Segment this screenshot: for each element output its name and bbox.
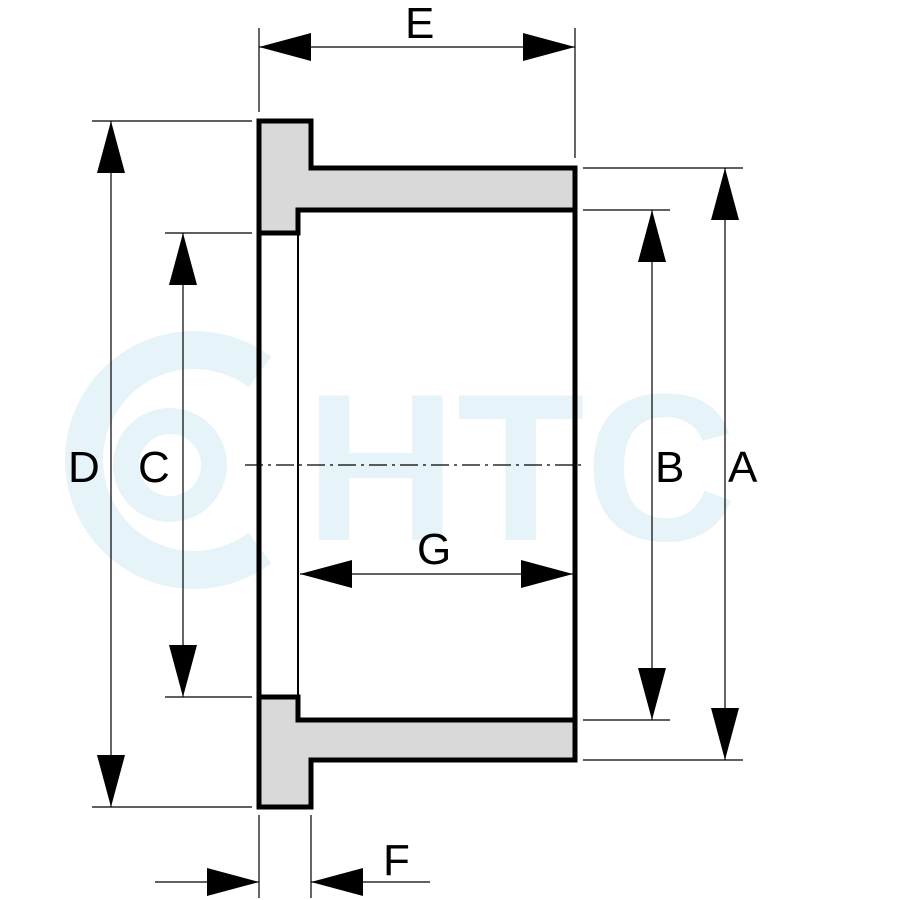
extension-lines: [92, 28, 743, 898]
label-b: B: [655, 443, 684, 492]
watermark-text: HTC: [305, 350, 737, 585]
label-f: F: [383, 836, 410, 885]
dimension-d: D: [68, 121, 125, 807]
label-a: A: [728, 443, 758, 492]
dimension-b: B: [638, 210, 684, 720]
dimension-e: E: [259, 0, 575, 61]
part-section-bottom: [256, 694, 578, 810]
label-d: D: [68, 443, 100, 492]
dimension-a: A: [711, 168, 758, 760]
watermark-ring-outer: [65, 331, 272, 589]
part-section-top: [256, 118, 578, 236]
dimension-f: F: [155, 836, 430, 896]
htc-watermark: HTC: [65, 331, 737, 589]
watermark-ring-inner: [113, 408, 227, 522]
label-e: E: [405, 0, 434, 48]
label-g: G: [417, 525, 451, 574]
label-c: C: [138, 443, 170, 492]
dimension-g: G: [300, 525, 573, 588]
dimension-c: C: [138, 233, 197, 697]
